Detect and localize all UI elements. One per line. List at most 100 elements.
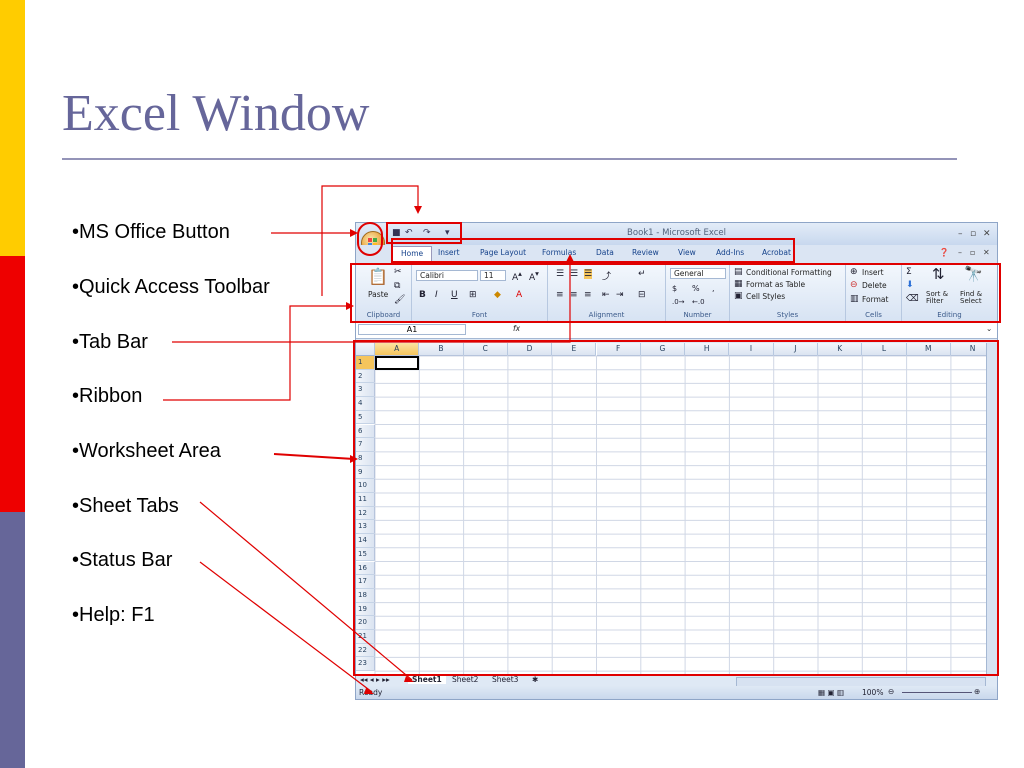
format-painter-icon[interactable]: 🖌	[394, 295, 406, 305]
maximize-icon[interactable]: ▫	[970, 229, 977, 239]
decrease-indent-icon[interactable]: ⇤	[602, 290, 610, 300]
select-all-corner[interactable]	[356, 343, 375, 356]
bold-icon[interactable]: B	[419, 290, 426, 300]
undo-icon[interactable]: ↶	[405, 228, 413, 238]
line-ribbon	[163, 305, 350, 401]
format-as-table-button[interactable]: Format as Table	[746, 280, 806, 289]
conditional-formatting-button[interactable]: Conditional Formatting	[746, 268, 832, 277]
bullet-sheet-tabs: •Sheet Tabs	[72, 495, 179, 517]
align-center-icon[interactable]: ≡	[570, 290, 578, 300]
active-cell-a1[interactable]	[375, 356, 420, 370]
insert-cells-button[interactable]: Insert	[862, 268, 884, 277]
close-icon[interactable]: ✕	[983, 229, 991, 239]
tab-page-layout[interactable]: Page Layout	[480, 248, 527, 257]
copy-icon[interactable]: ⧉	[394, 281, 401, 291]
bullet-quick-access-toolbar: •Quick Access Toolbar	[72, 276, 270, 298]
align-middle-icon[interactable]: ☰	[570, 269, 579, 279]
expand-formula-bar-icon[interactable]: ⌄	[986, 324, 993, 333]
increase-indent-icon[interactable]: ⇥	[616, 290, 624, 300]
group-styles: ▤ Conditional Formatting ▦ Format as Tab…	[730, 263, 846, 321]
increase-decimal-icon[interactable]: .0→	[672, 298, 685, 306]
wrap-text-icon[interactable]: ↵	[638, 269, 646, 279]
insert-sheet-icon[interactable]: ✱	[532, 675, 539, 684]
italic-icon[interactable]: I	[435, 290, 438, 300]
align-top-icon[interactable]: ☰	[556, 269, 565, 279]
tab-data[interactable]: Data	[596, 248, 614, 257]
merge-center-icon[interactable]: ⊟	[638, 290, 646, 300]
group-editing: Σ ⬇ ⌫ ⇅ Sort & Filter 🔭 Find & Select Ed…	[902, 263, 997, 321]
group-label-number: Number	[683, 311, 712, 319]
bullet-tab-bar: •Tab Bar	[72, 331, 148, 353]
currency-icon[interactable]: $	[672, 284, 678, 293]
minimize-icon[interactable]: –	[958, 229, 963, 239]
tab-acrobat[interactable]: Acrobat	[762, 248, 791, 257]
percent-icon[interactable]: %	[692, 284, 700, 293]
group-clipboard: 📋 Paste ✂ ⧉ 🖌 Clipboard	[356, 263, 412, 321]
sheet-nav-icons[interactable]: ◂◂ ◂ ▸ ▸▸	[360, 675, 390, 684]
number-format-select[interactable]: General	[670, 268, 726, 279]
group-label-alignment: Alignment	[588, 311, 625, 319]
format-cells-icon: ▥	[850, 294, 859, 304]
vertical-scrollbar[interactable]	[986, 343, 998, 674]
font-size-select[interactable]: 11	[480, 270, 506, 281]
clear-icon[interactable]: ⌫	[906, 294, 919, 304]
zoom-level[interactable]: 100%	[862, 688, 884, 697]
help-icon[interactable]: ❓	[939, 248, 949, 257]
save-icon[interactable]: ■	[392, 228, 401, 238]
sheet-tab-3[interactable]: Sheet3	[492, 675, 519, 684]
paste-button[interactable]: Paste	[368, 290, 389, 299]
find-select-icon: 🔭	[964, 265, 983, 283]
cell-styles-icon: ▣	[734, 291, 743, 301]
zoom-out-icon[interactable]: ⊖	[888, 687, 895, 696]
borders-icon[interactable]: ⊞	[469, 290, 477, 300]
view-mode-icons[interactable]: ▦ ▣ ▥	[818, 688, 845, 697]
sheet-tab-1[interactable]: Sheet1	[408, 675, 446, 684]
orientation-icon[interactable]: ⤴	[602, 272, 612, 282]
zoom-slider[interactable]	[902, 692, 972, 693]
bullet-worksheet-area: •Worksheet Area	[72, 440, 221, 462]
name-box[interactable]: A1	[358, 324, 466, 335]
autosum-icon[interactable]: Σ	[906, 267, 912, 277]
paste-icon[interactable]: 📋	[368, 267, 388, 286]
comma-icon[interactable]: ,	[712, 284, 715, 293]
redo-icon[interactable]: ↷	[423, 228, 431, 238]
doc-close-icon[interactable]: ✕	[983, 248, 990, 257]
fill-color-icon[interactable]: ◆	[494, 290, 501, 300]
tab-add-ins[interactable]: Add-Ins	[716, 248, 745, 257]
group-label-styles: Styles	[776, 311, 799, 319]
sort-filter-icon: ⇅	[932, 265, 945, 283]
formula-bar: A1 fx ⌄	[356, 322, 997, 339]
grow-font-icon[interactable]: A▴	[512, 269, 522, 283]
align-left-icon[interactable]: ≡	[556, 290, 564, 300]
underline-icon[interactable]: U	[451, 290, 458, 300]
tab-insert[interactable]: Insert	[438, 248, 460, 257]
delete-cells-button[interactable]: Delete	[862, 281, 887, 290]
sort-filter-button[interactable]: Sort & Filter	[926, 290, 949, 305]
align-right-icon[interactable]: ≡	[584, 290, 592, 300]
cut-icon[interactable]: ✂	[394, 267, 402, 277]
find-select-button[interactable]: Find & Select	[960, 290, 983, 305]
font-name-select[interactable]: Calibri	[416, 270, 478, 281]
group-alignment: ☰ ☰ ☰ ⤴ ↵ ≡ ≡ ≡ ⇤ ⇥ ⊟ Alignment	[548, 263, 666, 321]
tab-review[interactable]: Review	[632, 248, 659, 257]
align-bottom-icon[interactable]: ☰	[584, 269, 593, 279]
fill-icon[interactable]: ⬇	[906, 280, 914, 290]
ribbon: 📋 Paste ✂ ⧉ 🖌 Clipboard Calibri 11 A▴ A▾…	[356, 263, 997, 322]
doc-minimize-icon[interactable]: –	[958, 248, 962, 257]
decrease-decimal-icon[interactable]: ←.0	[692, 298, 705, 306]
zoom-in-icon[interactable]: ⊕	[974, 687, 981, 696]
cell-styles-button[interactable]: Cell Styles	[746, 292, 786, 301]
shrink-font-icon[interactable]: A▾	[529, 269, 539, 283]
tab-formulas[interactable]: Formulas	[542, 248, 577, 257]
sheet-tab-2[interactable]: Sheet2	[452, 675, 479, 684]
font-color-icon[interactable]: A	[516, 290, 523, 300]
bullet-status-bar: •Status Bar	[72, 549, 173, 571]
customize-qat-icon[interactable]: ▾	[445, 228, 450, 238]
fx-icon[interactable]: fx	[513, 324, 521, 333]
group-label-cells: Cells	[865, 311, 882, 319]
tab-view[interactable]: View	[678, 248, 696, 257]
line-worksheet	[273, 453, 355, 460]
doc-restore-icon[interactable]: ▫	[970, 248, 976, 257]
format-cells-button[interactable]: Format	[862, 295, 889, 304]
